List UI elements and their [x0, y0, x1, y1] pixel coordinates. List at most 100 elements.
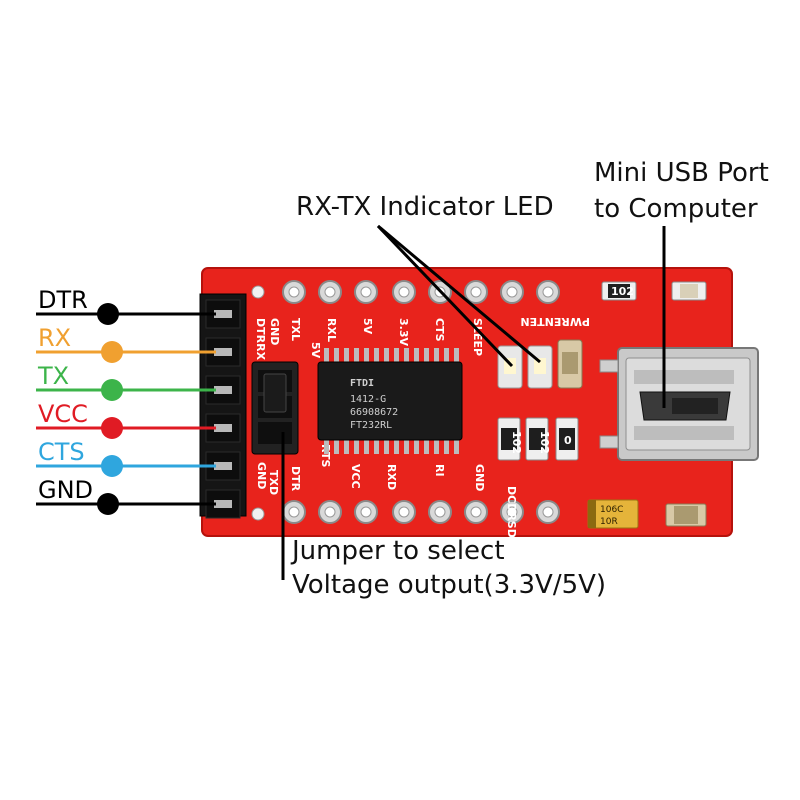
bottom-silkscreen: DTR RTS VCC RXD RI GND DCDRSD TXD GND 5V — [255, 342, 518, 538]
bottom-pad-hole — [434, 506, 446, 518]
silk-vcc: VCC — [349, 464, 362, 489]
pin-dot-dtr — [97, 303, 119, 325]
chip-leg — [454, 348, 459, 364]
silk-3v3: 3.3V — [397, 318, 410, 346]
pin-label-rx: RX — [38, 324, 72, 352]
chip-leg — [324, 438, 329, 454]
silk-gnd-bottom: GND — [473, 464, 486, 491]
bottom-pad-hole — [288, 506, 300, 518]
bottom-pad-row — [251, 500, 560, 524]
top-pad-hole — [360, 286, 372, 298]
silk-dcdrsd: DCDRSD — [505, 486, 518, 538]
chip-leg — [354, 348, 359, 364]
silk-ri: RI — [433, 464, 446, 477]
res-2-mark: 102 — [538, 431, 551, 454]
mini-usb-connector — [599, 347, 759, 461]
top-pad-hole — [542, 286, 554, 298]
chip-leg — [404, 348, 409, 364]
header-pin-tip — [214, 386, 232, 394]
chip-leg — [374, 348, 379, 364]
silk-dtrrx: DTRRX — [254, 318, 267, 361]
chip-leg — [444, 348, 449, 364]
rxtx-led-callout: RX-TX Indicator LED — [296, 192, 554, 222]
chip-leg — [334, 348, 339, 364]
pin-label-gnd: GND — [38, 476, 94, 504]
top-pad-hole — [398, 286, 410, 298]
chip-leg — [364, 438, 369, 454]
jumper-callout-line-2: Voltage output(3.3V/5V) — [292, 570, 607, 600]
led-callout-line-2 — [377, 224, 541, 364]
chip-leg — [454, 438, 459, 454]
pin-label-tx: TX — [38, 362, 70, 390]
pin-wire-vcc — [36, 417, 216, 439]
silk-pwrenten: PWRENTEN — [520, 315, 590, 328]
silk-rxl: RXL — [325, 318, 338, 342]
tantalum-mark-1: 106C — [600, 505, 623, 515]
led-callout-line-1 — [376, 224, 514, 368]
bottom-pad-hole — [398, 506, 410, 518]
usb-callout-line-2: to Computer — [594, 194, 758, 224]
silk-txl: TXL — [289, 318, 302, 341]
top-pad-row — [251, 280, 560, 304]
chip-leg — [414, 438, 419, 454]
header-pin-tip — [214, 348, 232, 356]
top-silkscreen: TXL RXL 5V 3.3V CTS SLEEP PWRENTEN GND D… — [254, 315, 590, 361]
silk-jumper-5v: 5V — [309, 342, 322, 359]
header-pin — [205, 375, 241, 405]
chip-leg — [394, 438, 399, 454]
chip-leg — [344, 348, 349, 364]
top-pad-hole — [470, 286, 482, 298]
tantalum-mark-2: 10R — [600, 517, 618, 527]
chip-leg — [424, 438, 429, 454]
silk-txd: TXD — [267, 470, 280, 495]
chip-leg — [384, 438, 389, 454]
chip-leg — [424, 348, 429, 364]
top-pad-hole — [506, 286, 518, 298]
pin-dot-cts — [101, 455, 123, 477]
pin-wire-gnd — [36, 493, 216, 515]
callout-lines — [281, 224, 666, 580]
pin-wire-rx — [36, 341, 216, 363]
chip-leg — [384, 348, 389, 364]
chip-leg — [404, 438, 409, 454]
bottom-pad-hole — [360, 506, 372, 518]
pin-wire-dtr — [36, 303, 216, 325]
usb-callout-line-1: Mini USB Port — [594, 158, 769, 188]
top-pad-hole — [324, 286, 336, 298]
jumper-callout-line-1: Jumper to select — [292, 536, 505, 566]
header-pin-tip — [214, 500, 232, 508]
chip-line-2: 1412-G — [350, 394, 386, 405]
silk-5v: 5V — [361, 318, 374, 335]
ftdi-chip: FTDI 1412-G 66908672 FT232RL — [317, 348, 463, 454]
chip-leg — [434, 438, 439, 454]
corner-resistor-mark: 102 — [611, 285, 634, 298]
chip-leg — [444, 438, 449, 454]
pin-dot-vcc — [101, 417, 123, 439]
chip-leg — [374, 438, 379, 454]
capacitors: 106C 10R — [587, 499, 707, 529]
chip-leg — [324, 348, 329, 364]
res-3-mark: 0 — [564, 434, 572, 447]
bottom-pad-small — [251, 507, 265, 521]
pin-label-cts: CTS — [38, 438, 85, 466]
bottom-pad-hole — [542, 506, 554, 518]
silk-gnd-top: GND — [268, 318, 281, 345]
header-pin-tip — [214, 424, 232, 432]
pin-label-dtr: DTR — [38, 286, 88, 314]
pin-label-vcc: VCC — [38, 400, 88, 428]
chip-leg — [434, 348, 439, 364]
bottom-pad-hole — [324, 506, 336, 518]
pin-dot-rx — [101, 341, 123, 363]
resistor-array: 102 102 0 102 — [497, 281, 707, 461]
chip-line-4: FT232RL — [350, 420, 392, 431]
top-pad-hole — [288, 286, 300, 298]
silk-gnd-side: GND — [255, 462, 268, 489]
pin-wire-tx — [36, 379, 216, 401]
voltage-jumper — [251, 361, 299, 455]
silk-rxd: RXD — [385, 464, 398, 490]
pin-dot-gnd — [97, 493, 119, 515]
pin-wire-cts — [36, 455, 216, 477]
chip-leg — [364, 348, 369, 364]
silk-dtr: DTR — [289, 466, 302, 492]
